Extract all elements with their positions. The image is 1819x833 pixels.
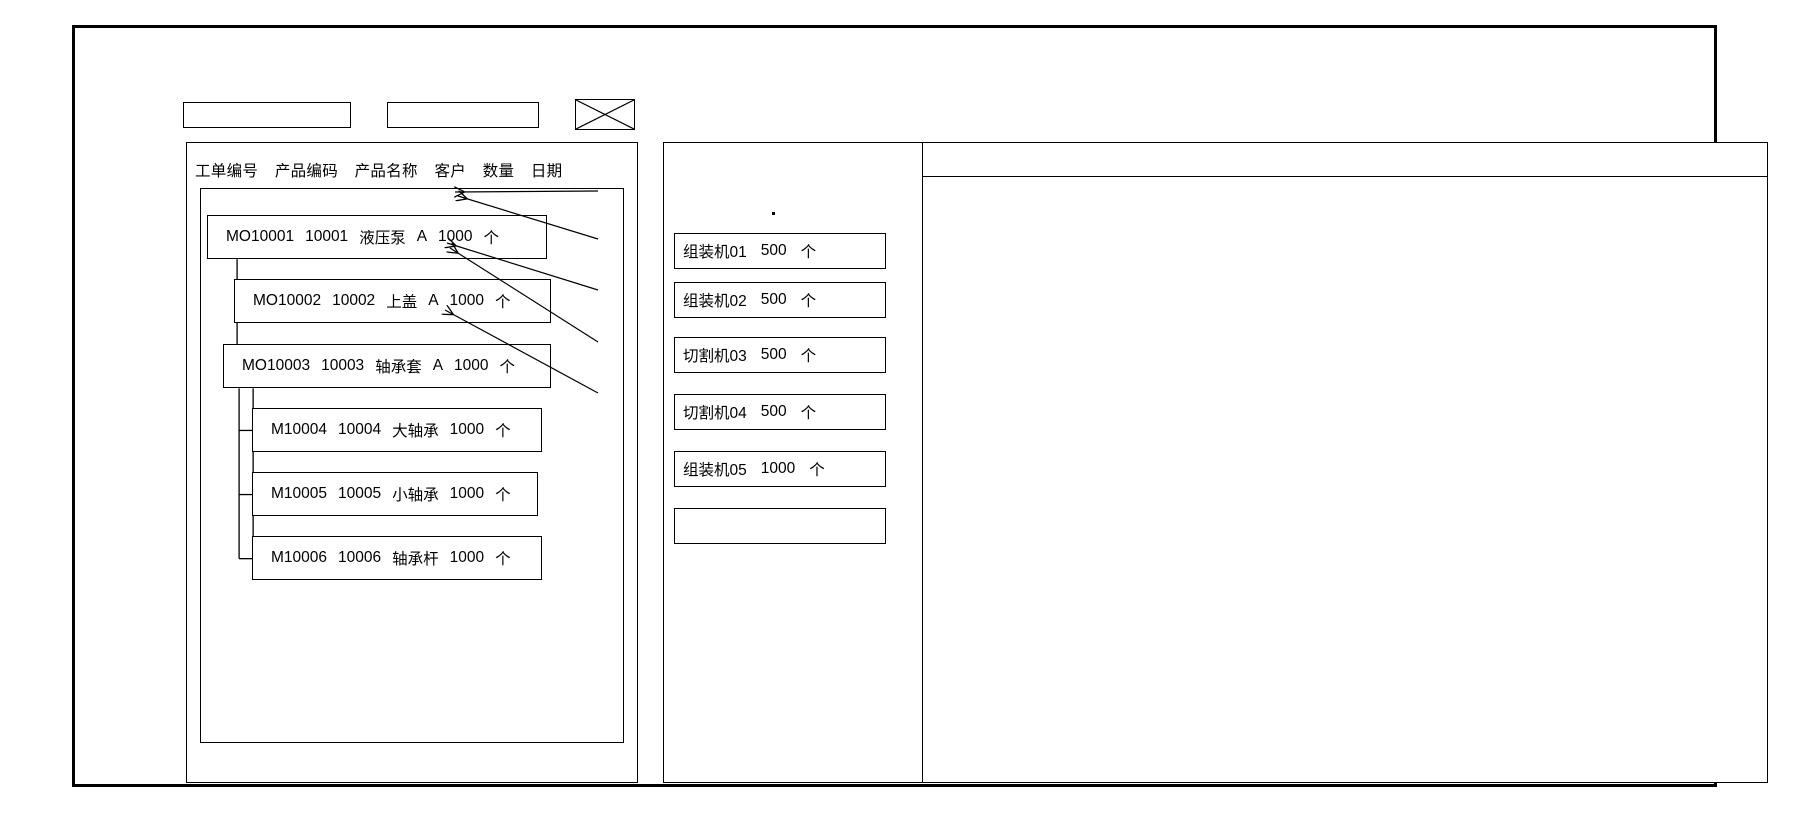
tree-row[interactable]: MO10001 10001 液压泵 A 1000 个 xyxy=(207,215,547,259)
tree-row-order-no: M10004 xyxy=(271,421,328,438)
work-order-tree: MO10001 10001 液压泵 A 1000 个 MO10002 10002… xyxy=(200,188,624,743)
tree-row-quantity: 1000 xyxy=(438,228,473,245)
tree-row-product-name: 小轴承 xyxy=(392,487,439,504)
tree-row-order-no: M10006 xyxy=(271,549,328,566)
tree-row-unit: 个 xyxy=(495,423,511,440)
operation-machine: 切割机03 xyxy=(683,348,747,365)
tree-row-customer: A xyxy=(432,357,444,374)
tree-row-customer: A xyxy=(416,228,428,245)
tree-row-quantity: 1000 xyxy=(449,485,485,502)
tree-row-product-code: 10002 xyxy=(332,292,376,309)
operation-unit: 个 xyxy=(800,244,817,261)
tree-row-quantity: 1000 xyxy=(449,549,485,566)
tree-row-quantity: 1000 xyxy=(449,292,485,309)
tree-row-order-no: MO10003 xyxy=(242,357,311,374)
tree-row[interactable]: MO10003 10003 轴承套 A 1000 个 xyxy=(223,344,551,388)
tree-connector-lines xyxy=(223,259,254,560)
operation-quantity: 500 xyxy=(760,291,787,308)
tree-row[interactable]: M10006 10006 轴承杆 1000 个 xyxy=(252,536,542,580)
tree-row-quantity: 1000 xyxy=(449,421,485,438)
tree-row-unit: 个 xyxy=(495,487,511,504)
tree-row-product-code: 10001 xyxy=(305,228,349,245)
operation-quantity: 500 xyxy=(760,242,787,259)
tree-row-product-code: 10006 xyxy=(338,549,382,566)
operation-machine: 组装机05 xyxy=(683,462,747,479)
tree-row-order-no: MO10001 xyxy=(226,228,295,245)
application-window: 工单编号 产品编码 产品名称 客户 数量 日期 xyxy=(72,25,1768,787)
detail-panel xyxy=(922,142,1768,783)
tree-row-quantity: 1000 xyxy=(454,357,489,374)
tree-row-product-code: 10005 xyxy=(338,485,382,502)
tree-row-unit: 个 xyxy=(483,230,500,247)
tree-row-customer: A xyxy=(428,292,439,309)
operation-quantity: 1000 xyxy=(760,460,796,477)
tree-row-order-no: MO10002 xyxy=(253,292,322,309)
column-header-customer: 客户 xyxy=(434,163,467,180)
tree-row-unit: 个 xyxy=(495,294,511,311)
tree-row-product-code: 10004 xyxy=(338,421,382,438)
detail-panel-header xyxy=(923,143,1767,177)
column-header-product-name: 产品名称 xyxy=(354,163,418,180)
image-placeholder-icon[interactable] xyxy=(575,99,635,130)
tree-row-unit: 个 xyxy=(495,551,511,568)
tree-row-product-code: 10003 xyxy=(321,357,365,374)
operation-quantity: 500 xyxy=(760,403,787,420)
work-order-panel: 工单编号 产品编码 产品名称 客户 数量 日期 xyxy=(186,142,638,783)
column-header-product-code: 产品编码 xyxy=(274,163,339,180)
operation-row[interactable]: 组装机02 500 个 xyxy=(674,282,886,318)
column-header-quantity: 数量 xyxy=(482,163,515,180)
tree-row-product-name: 液压泵 xyxy=(359,230,406,247)
operation-unit: 个 xyxy=(800,293,817,310)
toolbar-input-1[interactable] xyxy=(183,102,351,128)
tree-row-order-no: M10005 xyxy=(271,485,328,502)
operation-row[interactable]: 组装机01 500 个 xyxy=(674,233,886,269)
operation-row[interactable]: 组装机05 1000 个 xyxy=(674,451,886,487)
tree-row-product-name: 轴承套 xyxy=(375,359,422,376)
toolbar-input-2[interactable] xyxy=(387,102,539,128)
tree-row-product-name: 轴承杆 xyxy=(392,551,439,568)
tree-row-product-name: 大轴承 xyxy=(392,423,439,440)
operation-panel: 组装机01 500 个 组装机02 500 个 切割机03 500 个 切割机0… xyxy=(663,142,923,783)
operation-unit: 个 xyxy=(800,348,817,365)
tree-row-product-name: 上盖 xyxy=(386,294,418,311)
operation-machine: 组装机02 xyxy=(683,293,747,310)
tree-row[interactable]: M10004 10004 大轴承 1000 个 xyxy=(252,408,542,452)
cross-box-icon xyxy=(576,100,634,129)
tree-row[interactable]: M10005 10005 小轴承 1000 个 xyxy=(252,472,538,516)
operation-unit: 个 xyxy=(809,462,825,479)
operation-machine: 切割机04 xyxy=(683,405,747,422)
column-header-date: 日期 xyxy=(530,163,563,180)
operation-row[interactable]: 切割机04 500 个 xyxy=(674,394,886,430)
tree-column-header-row: 工单编号 产品编码 产品名称 客户 数量 日期 xyxy=(195,159,625,181)
stray-dot-marker xyxy=(772,212,775,215)
operation-row-empty[interactable] xyxy=(674,508,886,544)
tree-row[interactable]: MO10002 10002 上盖 A 1000 个 xyxy=(234,279,551,323)
operation-unit: 个 xyxy=(800,405,817,422)
column-header-order-no: 工单编号 xyxy=(195,163,259,180)
operation-row[interactable]: 切割机03 500 个 xyxy=(674,337,886,373)
operation-machine: 组装机01 xyxy=(683,244,747,261)
tree-row-unit: 个 xyxy=(499,359,516,376)
operation-quantity: 500 xyxy=(760,346,787,363)
